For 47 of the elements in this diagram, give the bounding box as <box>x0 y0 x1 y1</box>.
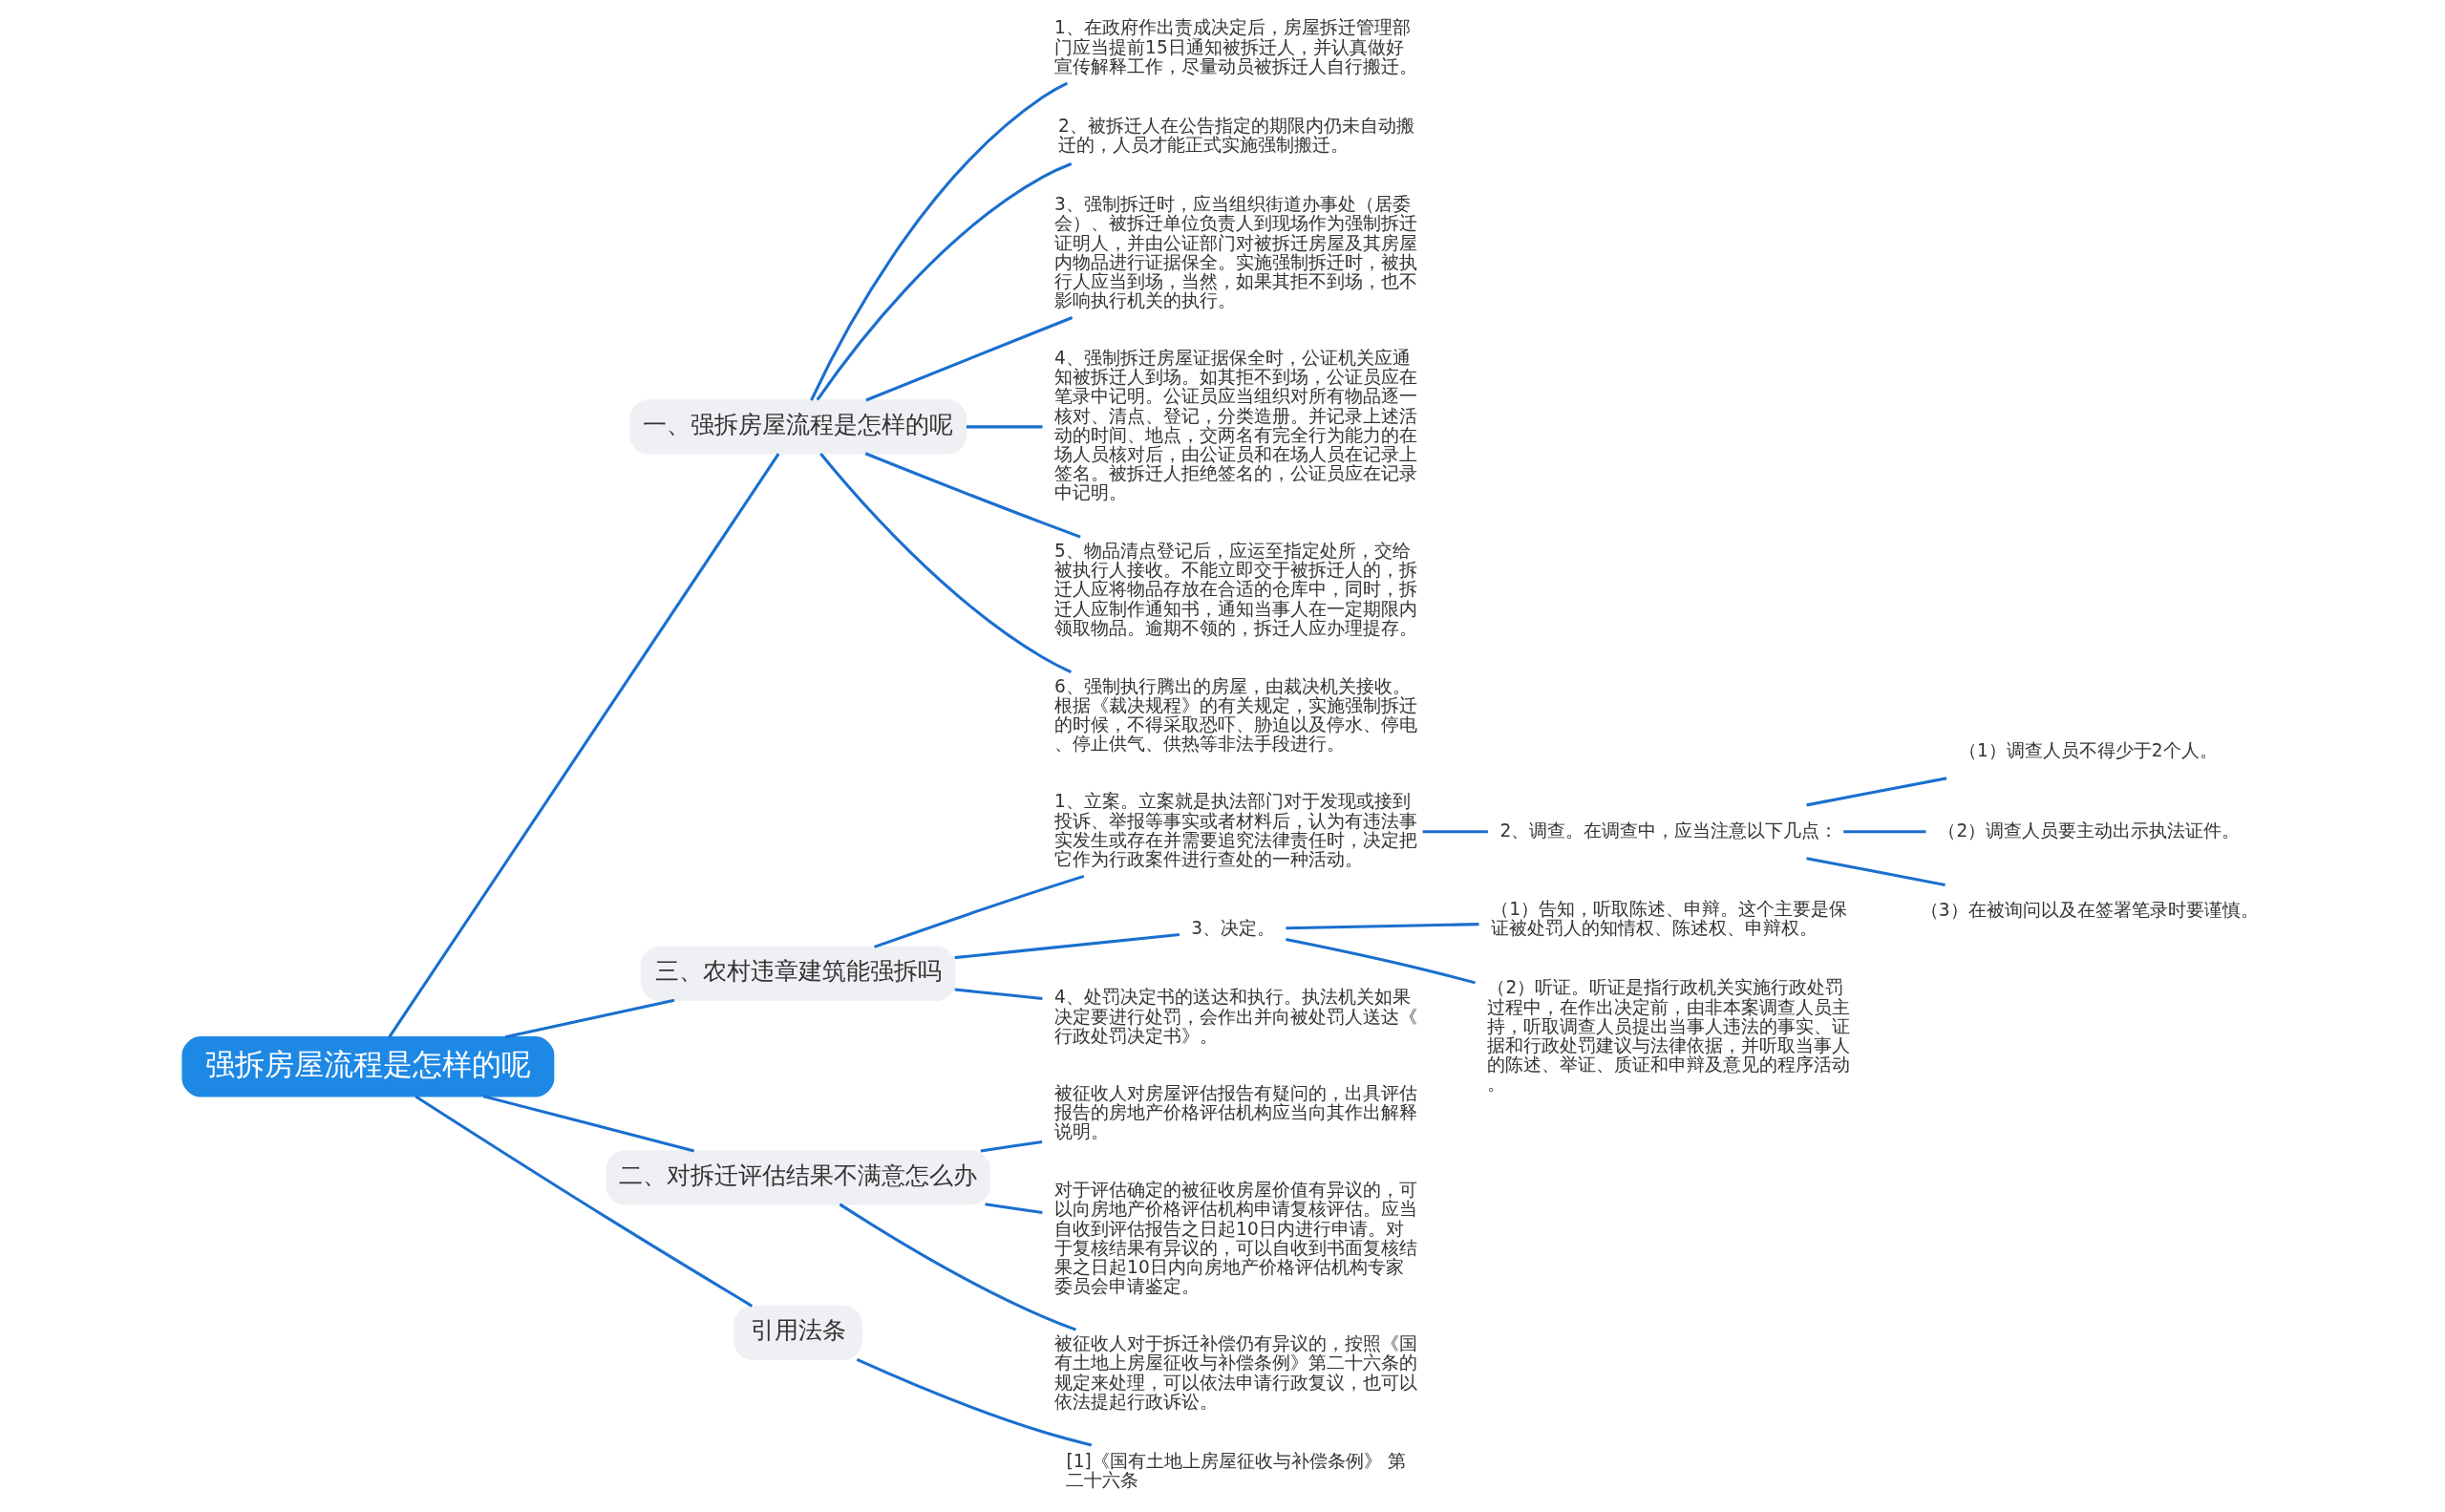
connector <box>856 1357 1092 1447</box>
node-text: （1）调查人员不得少于2个人。 <box>1958 740 2218 761</box>
connector <box>482 1095 694 1153</box>
node-text: 对于评估确定的被征收房屋价值有异议的，可以向房地产价格评估机构申请复核评估。应当自收到评估报告之日起10日内进行申请。对于复核结果有异议的，可以自收到书面复核结果之日起10日内向房地产价格评估机构专家委员会申请鉴定。 <box>1053 1180 1417 1296</box>
node-box: 强拆房屋流程是怎样的呢 <box>181 1036 554 1097</box>
node-text: 4、处罚决定书的送达和执行。执法机关如果决定要进行处罚，会作出并向被处罚人送达《行政处罚决定书》。 <box>1053 987 1417 1046</box>
connector <box>414 1095 753 1308</box>
node-text: （2）听证。听证是指行政机关实施行政处罚过程中，在作出决定前，由非本案调查人员主持，听取调查人员提出当事人违法的事实、证据和行政处罚建议与法律依据，并听取当事人的陈述、举证、质证和申辩及意见的程序活动。 <box>1486 977 1850 1094</box>
connector <box>864 316 1073 402</box>
node-text: [1]《国有土地上房屋征收与补偿条例》 第二十六条 <box>1065 1450 1406 1490</box>
node-box: 一、强拆房屋流程是怎样的呢 <box>628 399 967 455</box>
node-text: 6、强制执行腾出的房屋，由裁决机关接收。根据《裁决规程》的有关规定，实施强制拆迁的时候，不得采取恐吓、胁迫以及停水、停电、停止供气、供热等非法手段进行。 <box>1053 675 1417 755</box>
connector <box>954 988 1042 1000</box>
node-text: （3）在被询问以及在签署笔录时要谨慎。 <box>1920 900 2259 921</box>
node-text: 2、调查。在调查中，应当注意以下几点： <box>1499 820 1838 841</box>
connector <box>1842 830 1926 834</box>
connector <box>504 998 674 1039</box>
connector <box>839 1203 1076 1331</box>
connector <box>873 874 1084 948</box>
connector <box>816 162 1072 401</box>
connector <box>1805 857 1945 886</box>
connector <box>387 453 779 1038</box>
connector <box>966 425 1042 429</box>
node-box: 引用法条 <box>733 1305 862 1360</box>
node-text: 5、物品清点登记后，应运至指定处所，交给被执行人接收。不能立即交于被拆迁人的，拆迁人应将物品存放在合适的仓库中，同时，拆迁人应制作通知书，通知当事人在一定期限内领取物品。逾期不领的，拆迁人应办理提存。 <box>1053 541 1417 638</box>
node-box: 二、对拆迁评估结果不满意怎么办 <box>606 1150 990 1205</box>
connector <box>954 932 1180 960</box>
connector <box>1285 937 1476 985</box>
node-text: 被征收人对房屋评估报告有疑问的，出具评估报告的房地产价格评估机构应当向其作出解释说明。 <box>1053 1083 1417 1142</box>
connector <box>864 452 1081 539</box>
node-text: 4、强制拆迁房屋证据保全时，公证机关应通知被拆迁人到场。如其拒不到场，公证员应在笔录中记明。公证员应当组织对所有物品逐一核对、清点、登记，分类造册。并记录上述活动的时间、地点，交两名有完全行为能力的在场人员核对后，由公证员和在场人员在记录上签名。被拆迁人拒绝签名的，公证员应在记录中记明。 <box>1053 348 1417 503</box>
connector <box>1422 830 1488 834</box>
connector <box>1805 777 1946 807</box>
connector <box>819 453 1072 673</box>
node-text: （1）告知，听取陈述、申辩。这个主要是保证被处罚人的知情权、陈述权、申辩权。 <box>1490 899 1847 939</box>
connector <box>809 81 1068 401</box>
node-text: 1、立案。立案就是执法部门对于发现或接到投诉、举报等事实或者材料后，认为有违法事实发生或存在并需要追究法律责任时，决定把它作为行政案件进行查处的一种活动。 <box>1053 791 1417 869</box>
connector <box>984 1203 1043 1214</box>
node-text: （2）调查人员要主动出示执法证件。 <box>1937 820 2240 841</box>
node-text: 1、在政府作出责成决定后，房屋拆迁管理部门应当提前15日通知被拆迁人，并认真做好宣传解释工作，尽量动员被拆迁人自行搬迁。 <box>1053 17 1417 76</box>
node-text: 被征收人对于拆迁补偿仍有异议的，按照《国有土地上房屋征收与补偿条例》第二十六条的规定来处理，可以依法申请行政复议，也可以依法提起行政诉讼。 <box>1053 1333 1417 1412</box>
node-text: 3、强制拆迁时，应当组织街道办事处（居委会）、被拆迁单位负责人到现场作为强制拆迁证明人，并由公证部门对被拆迁房屋及其房屋内物品进行证据保全。实施强制拆迁时，被执行人应当到场，当然，如果其拒不到场，也不影响执行机关的执行。 <box>1053 194 1417 310</box>
connector <box>1285 923 1479 930</box>
node-text: 2、被拆迁人在公告指定的期限内仍未自动搬迁的，人员才能正式实施强制搬迁。 <box>1057 116 1414 156</box>
node-text: 3、决定。 <box>1190 917 1275 938</box>
connector <box>980 1139 1042 1153</box>
node-box: 三、农村违章建筑能强拆吗 <box>640 946 955 1001</box>
